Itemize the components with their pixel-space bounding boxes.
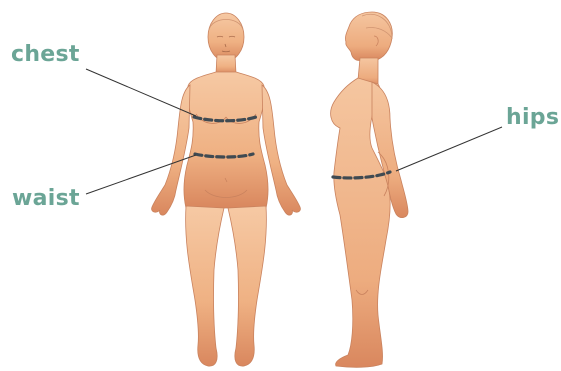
front-head (208, 13, 244, 61)
chest-leader-line (86, 69, 196, 116)
chest-label: chest (11, 44, 80, 66)
front-figure (152, 13, 301, 366)
hips-leader-line (396, 127, 502, 171)
front-right-leg (228, 206, 266, 366)
leader-lines (86, 69, 502, 194)
side-figure (331, 12, 408, 367)
waist-label: waist (12, 188, 80, 210)
side-head (345, 12, 392, 61)
front-left-leg (186, 206, 224, 366)
front-torso (184, 72, 268, 208)
front-neck (216, 55, 236, 74)
hips-label: hips (506, 107, 559, 129)
